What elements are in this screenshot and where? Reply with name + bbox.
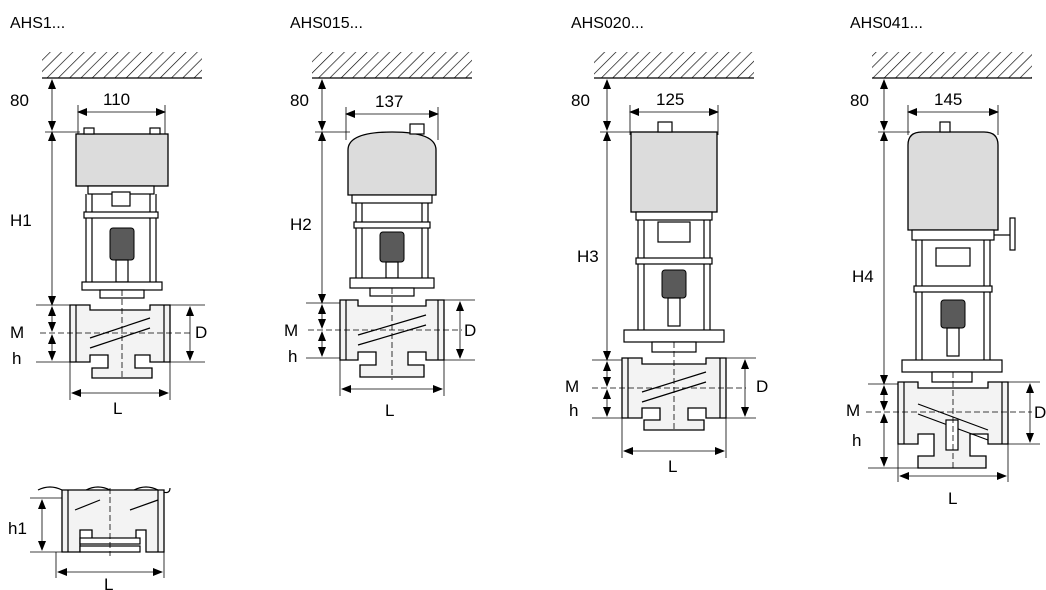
dim-h1-label: h1 (8, 519, 27, 538)
ceiling-hatch (42, 52, 202, 78)
dim-d-label: D (1034, 403, 1046, 422)
actuator-housing (75, 133, 169, 187)
dim-m-label: M (284, 321, 298, 340)
dim-m-label: M (10, 323, 24, 342)
dim-height-label: H2 (290, 215, 312, 234)
ceiling-hatch (872, 52, 1032, 78)
dim-80-label: 80 (571, 91, 590, 110)
dim-width-label: 145 (934, 90, 962, 109)
actuator-housing (347, 131, 437, 196)
coupling (379, 231, 405, 263)
caption-ahs041: AHS041... (850, 15, 923, 32)
dim-width-label: 137 (375, 92, 403, 111)
dim-80-label: 80 (290, 91, 309, 110)
dim-height-label: H3 (577, 247, 599, 266)
dim-d-label: D (464, 321, 476, 340)
dim-h-label: h (852, 431, 861, 450)
actuator-housing (630, 131, 718, 213)
coupling (940, 299, 966, 329)
dim-d-label: D (195, 323, 207, 342)
dim-80-label: 80 (850, 91, 869, 110)
dim-l-label: L (113, 399, 122, 418)
dim-h-label: h (569, 401, 578, 420)
dim-l-label: L (668, 457, 677, 476)
ceiling-hatch (594, 52, 754, 78)
dim-height-label: H1 (10, 211, 32, 230)
caption-ahs015: AHS015... (290, 15, 363, 32)
coupling (661, 269, 687, 299)
dim-m-label: M (565, 377, 579, 396)
actuator-housing (907, 131, 999, 231)
detail-h1: h1 L (8, 486, 171, 590)
dim-l-label: L (385, 401, 394, 420)
dim-width-label: 125 (656, 90, 684, 109)
figure-ahs041: AHS041... 80 145 H4 (846, 15, 1046, 508)
dim-l-label: L (104, 575, 113, 590)
caption-ahs1: AHS1... (10, 15, 65, 32)
figure-ahs015: AHS015... 80 137 H2 M h (284, 15, 476, 420)
dim-h-label: h (288, 347, 297, 366)
handwheel (1009, 217, 1016, 251)
dim-l-label: L (948, 489, 957, 508)
dim-m-label: M (846, 401, 860, 420)
valve-body (621, 357, 727, 431)
dim-height-label: H4 (852, 267, 874, 286)
caption-ahs020: AHS020... (571, 15, 644, 32)
valve-body (69, 304, 171, 379)
dim-h-label: h (12, 349, 21, 368)
ceiling-hatch (312, 52, 472, 78)
figure-ahs1: AHS1... 80 110 H1 (10, 15, 207, 418)
dim-80-label: 80 (10, 91, 29, 110)
dim-width-label: 110 (103, 90, 130, 109)
figure-ahs020: AHS020... 80 125 H3 M (565, 15, 768, 476)
coupling (109, 227, 135, 261)
dim-d-label: D (756, 377, 768, 396)
